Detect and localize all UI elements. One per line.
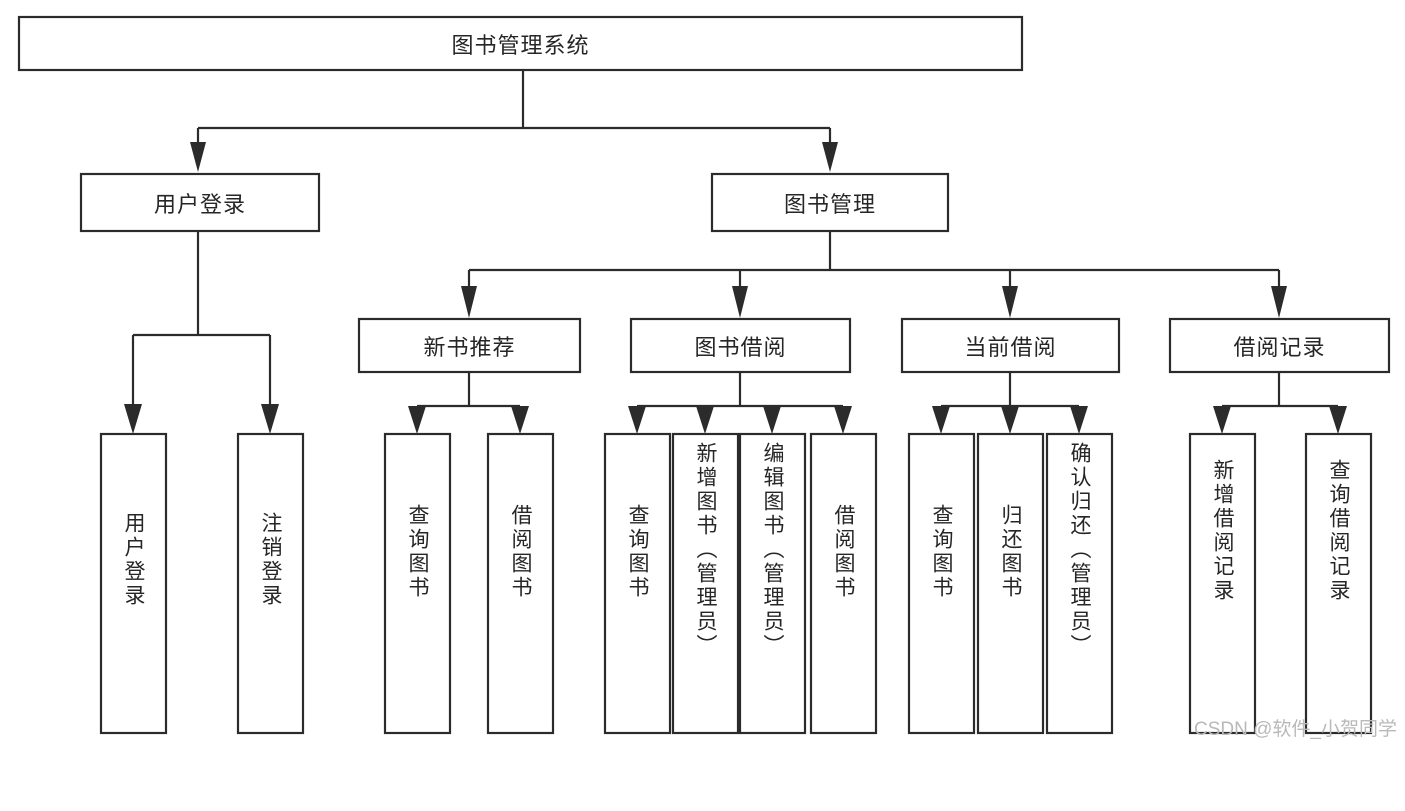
node-box-book-borrow[interactable] [629,317,852,374]
node-box-leaf-current-borrow-1[interactable] [976,432,1045,735]
diagram-svg [17,15,1391,735]
node-box-root[interactable] [17,15,1024,72]
arrow-head-level2-1 [190,142,206,172]
node-box-user-login[interactable] [79,172,321,233]
node-box-leaf-book-borrow-2[interactable] [738,432,807,735]
arrow-head-borrowrecord-1 [1213,406,1231,434]
diagram-canvas-root: 图书管理系统 用户登录 图书管理 新书推荐 图书借阅 当前借阅 借阅记录 用户登… [17,15,1397,740]
arrow-head-bookborrow-1 [628,406,646,434]
node-box-leaf-book-borrow-3[interactable] [809,432,878,735]
arrow-head-userlogin-2 [261,404,279,434]
node-box-leaf-new-book-1[interactable] [486,432,555,735]
node-box-leaf-user-login-1[interactable] [236,432,305,735]
node-box-leaf-book-borrow-0[interactable] [603,432,672,735]
arrow-head-currentborrow-1 [932,406,950,434]
node-box-leaf-borrow-record-0[interactable] [1188,432,1257,735]
arrow-head-level3-2 [732,286,748,318]
node-box-borrow-record[interactable] [1168,317,1391,374]
arrow-head-borrowrecord-2 [1329,406,1347,434]
node-box-leaf-current-borrow-0[interactable] [907,432,976,735]
arrow-head-currentborrow-2 [1001,406,1019,434]
node-box-book-management[interactable] [710,172,950,233]
arrow-head-level2-2 [822,142,838,172]
node-box-leaf-user-login-0[interactable] [99,432,168,735]
arrow-head-level3-4 [1271,286,1287,318]
node-box-leaf-new-book-0[interactable] [383,432,452,735]
arrow-head-currentborrow-3 [1070,406,1088,434]
node-box-current-borrow[interactable] [900,317,1121,374]
arrow-head-level3-1 [461,286,477,318]
arrow-head-newbook-2 [511,406,529,434]
arrow-head-userlogin-1 [124,404,142,434]
arrow-head-bookborrow-2 [696,406,714,434]
arrow-head-bookborrow-4 [834,406,852,434]
node-box-leaf-current-borrow-2[interactable] [1045,432,1114,735]
node-box-leaf-borrow-record-1[interactable] [1304,432,1373,735]
node-box-new-book-recommend[interactable] [357,317,582,374]
arrow-head-bookborrow-3 [763,406,781,434]
arrow-head-level3-3 [1002,286,1018,318]
node-box-leaf-book-borrow-1[interactable] [671,432,740,735]
arrow-head-newbook-1 [408,406,426,434]
